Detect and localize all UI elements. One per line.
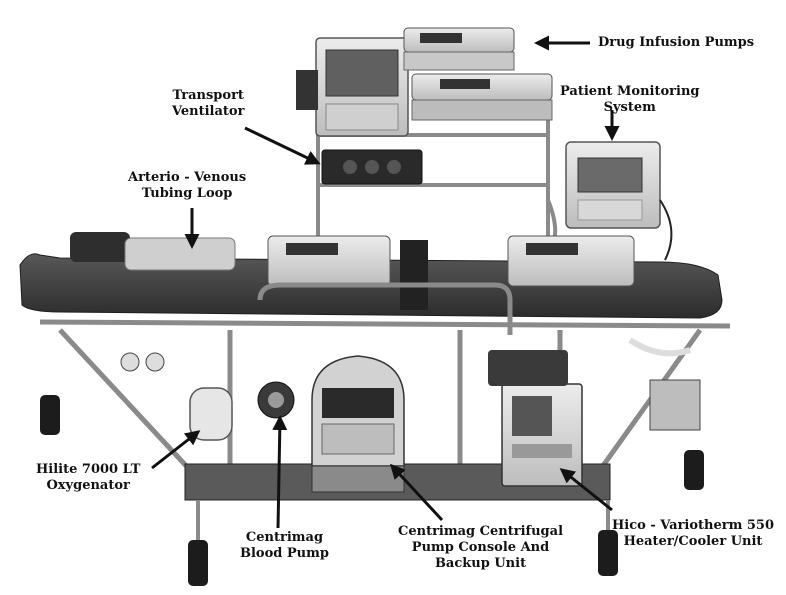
label-line: Patient Monitoring bbox=[560, 84, 700, 99]
mattress-infusion-pumps bbox=[267, 235, 635, 287]
label-av-tubing-loop: Arterio - Venous Tubing Loop bbox=[128, 170, 246, 202]
label-blood-pump: Centrimag Blood Pump bbox=[240, 530, 329, 562]
label-line: Blood Pump bbox=[240, 546, 329, 561]
label-line: Pump Console And bbox=[411, 540, 550, 555]
heater-cooler-device bbox=[488, 350, 583, 487]
label-line: Ventilator bbox=[172, 104, 245, 119]
label-transport-ventilator: Transport Ventilator bbox=[172, 88, 244, 120]
arrow-blood-pump bbox=[272, 415, 288, 529]
arrow-ventilator bbox=[244, 126, 321, 165]
label-line: Oxygenator bbox=[46, 478, 130, 493]
arrow-heater-cooler bbox=[559, 468, 613, 512]
pump-console-device bbox=[311, 355, 405, 493]
blood-pump-device bbox=[257, 381, 295, 419]
oxygenator-device bbox=[120, 352, 233, 441]
label-line: Drug Infusion Pumps bbox=[598, 35, 755, 50]
label-line: Centrimag Centrifugal bbox=[398, 524, 564, 539]
label-line: System bbox=[603, 100, 656, 115]
top-monitor bbox=[296, 37, 409, 137]
label-drug-infusion-pumps: Drug Infusion Pumps bbox=[598, 35, 754, 51]
label-line: Arterio - Venous bbox=[128, 170, 247, 185]
label-line: Hico - Variotherm 550 bbox=[612, 518, 775, 533]
label-line: Backup Unit bbox=[434, 556, 527, 571]
label-oxygenator: Hilite 7000 LT Oxygenator bbox=[36, 462, 140, 494]
label-line: Tubing Loop bbox=[141, 186, 233, 201]
drug-infusion-pumps bbox=[403, 27, 553, 121]
arrow-oxygenator bbox=[151, 430, 201, 470]
annotation-arrows bbox=[151, 35, 620, 529]
arrow-pump-console bbox=[389, 463, 444, 522]
label-patient-monitoring: Patient Monitoring System bbox=[560, 84, 700, 116]
transport-ventilator bbox=[321, 149, 423, 185]
label-line: Transport bbox=[172, 88, 244, 103]
label-pump-console: Centrimag Centrifugal Pump Console And B… bbox=[398, 524, 563, 572]
label-line: Heater/Cooler Unit bbox=[623, 534, 763, 549]
label-line: Centrimag bbox=[245, 530, 324, 545]
patient-monitoring-device bbox=[565, 141, 673, 261]
label-heater-cooler: Hico - Variotherm 550 Heater/Cooler Unit bbox=[612, 518, 774, 550]
label-line: Hilite 7000 LT bbox=[36, 462, 141, 477]
right-side-equipment bbox=[628, 337, 701, 431]
